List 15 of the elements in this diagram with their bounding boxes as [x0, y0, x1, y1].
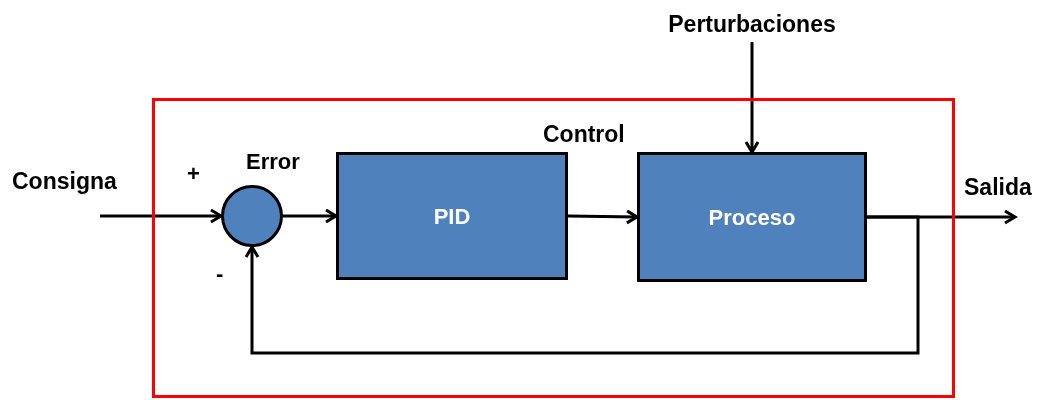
arrow	[283, 208, 338, 224]
arrow	[100, 208, 223, 224]
arrow	[567, 209, 639, 225]
input-label: Perturbaciones	[668, 9, 836, 39]
junction-label: Error	[246, 148, 300, 176]
control-frame	[152, 98, 955, 398]
block-label: PID	[433, 202, 471, 231]
frame-title: Control	[543, 120, 625, 149]
junction-label: +	[187, 160, 200, 188]
block-label: Proceso	[708, 203, 796, 232]
feedback-arrow	[244, 215, 920, 355]
block-box	[336, 152, 568, 280]
arrow	[744, 42, 760, 154]
junction-label: -	[216, 260, 224, 288]
block-box	[637, 152, 867, 282]
